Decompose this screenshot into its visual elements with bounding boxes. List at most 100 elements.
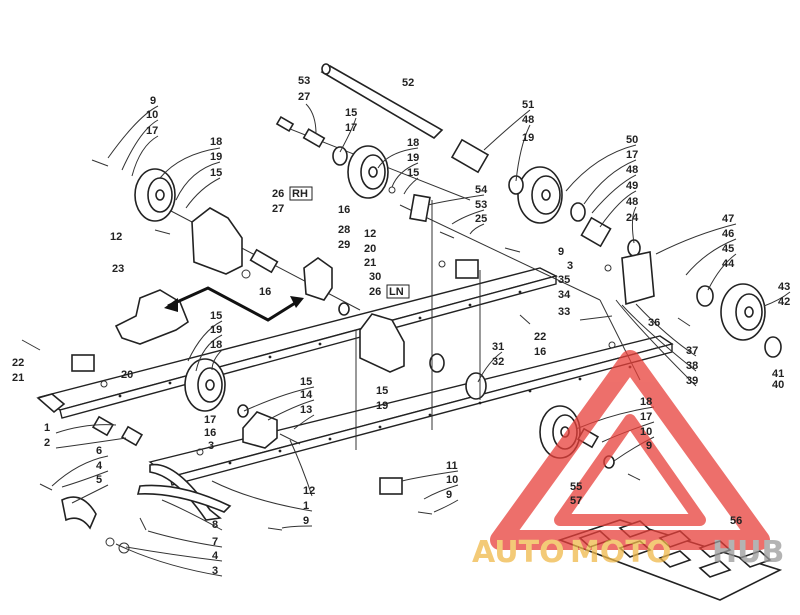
callout-n18c: 18 [210,339,222,351]
callout-n16b: 16 [259,286,271,298]
callout-n45: 45 [722,243,734,255]
callout-n8: 8 [212,519,218,531]
block-54 [409,193,431,223]
callout-n47: 47 [722,213,734,225]
callout-n17c: 17 [626,149,638,161]
callout-n20a: 20 [364,243,376,255]
callout-n14: 14 [300,389,313,401]
bracket-28 [303,257,333,301]
callout-n18b: 18 [407,137,419,149]
callout-n50: 50 [626,134,638,146]
callout-n16c: 16 [534,346,546,358]
wheel-50-rear-upper [517,166,563,224]
callout-n15e: 15 [300,376,312,388]
callout-n10b: 10 [640,426,652,438]
callout-n3a: 3 [567,260,573,272]
callout-n13: 13 [300,404,312,416]
callout-n7: 7 [212,536,218,548]
shaft-line-mid [399,204,601,301]
wheel-18-mid-upper [347,145,389,199]
callout-n20b: 20 [121,369,133,381]
watermark: AUTO MOTO HUB [472,350,784,570]
callout-n21a: 21 [364,257,376,269]
callout-n36: 36 [648,317,660,329]
callout-n15f: 15 [376,385,388,397]
callout-n51: 51 [522,99,534,111]
callout-n29: 29 [338,239,350,251]
callout-n43: 43 [778,281,790,293]
wheel-43-rear-outer [720,283,766,341]
callout-n53a: 53 [298,75,310,87]
callout-n9a: 9 [150,95,156,107]
callout-n4a: 4 [96,460,103,472]
callout-n17d: 17 [640,411,652,423]
callout-n25: 25 [475,213,487,225]
callout-n12a: 12 [110,231,122,243]
bracket-26-ln [359,313,405,373]
callout-n28: 28 [338,224,350,236]
right-rail-tip [36,393,66,414]
callout-n2: 2 [44,437,50,449]
callout-n17a: 17 [345,122,357,134]
callout-n35: 35 [558,274,570,286]
wheel-18-front-upper [134,168,176,222]
watermark-text-hub: HUB [712,535,784,570]
callout-n6: 6 [96,445,102,457]
assembly-arrow [167,286,301,322]
callout-n56: 56 [730,515,742,527]
callout-labels: 5253271517514819910171819151819155017484… [12,75,790,577]
wheel-18-rear-lower [539,405,581,459]
callout-n32: 32 [492,356,504,368]
callout-n12c: 12 [303,485,315,497]
callout-n41: 41 [772,368,784,380]
callout-n30: 30 [369,271,381,283]
bracket-23 [114,289,189,345]
callout-n12b: 12 [364,228,376,240]
callout-n31: 31 [492,341,504,353]
callout-n9b: 9 [558,246,564,258]
callout-n15b: 15 [210,167,222,179]
callout-n17b: 17 [146,125,158,137]
callout-n11: 11 [446,460,458,472]
callout-n19d: 19 [210,324,222,336]
block-21 [71,354,95,372]
callout-n33: 33 [558,306,570,318]
callout-n37: 37 [686,345,698,357]
bracket-47 [621,251,655,306]
callout-n22b: 22 [12,357,24,369]
callout-n16d: 16 [204,427,216,439]
callout-n39: 39 [686,375,698,387]
callout-n49: 49 [626,180,638,192]
watermark-text-auto: AUTO [472,535,565,570]
callout-n26rh: 26 [272,188,284,200]
callout-n40: 40 [772,379,784,391]
callout-n16a: 16 [338,204,350,216]
rear-axle-52 [320,63,444,140]
callout-n17e: 17 [204,414,216,426]
side-tag-ln: LN [389,286,404,298]
callout-n15d: 15 [210,310,222,322]
callout-n15c: 15 [407,167,419,179]
callout-n26ln: 26 [369,286,381,298]
arrow-head-right [290,296,304,308]
callout-n42: 42 [778,296,790,308]
callout-n54: 54 [475,184,488,196]
bracket-26-rh [191,207,243,275]
callout-n24: 24 [626,212,639,224]
callout-n44: 44 [722,258,735,270]
side-tags: RH LN [289,186,410,299]
arrow-head-left [164,298,178,312]
guard-5 [61,496,97,530]
callout-n21b: 21 [12,372,24,384]
callout-n34: 34 [558,289,571,301]
callout-n48c: 48 [626,196,638,208]
callout-n52: 52 [402,77,414,89]
side-tag-box-rh [289,186,313,201]
callout-n5: 5 [96,474,102,486]
callout-n27b: 27 [272,203,284,215]
callout-n9e: 9 [303,515,309,527]
watermark-triangle [490,350,770,550]
side-tag-rh: RH [292,188,308,200]
callout-n1b: 1 [303,500,309,512]
